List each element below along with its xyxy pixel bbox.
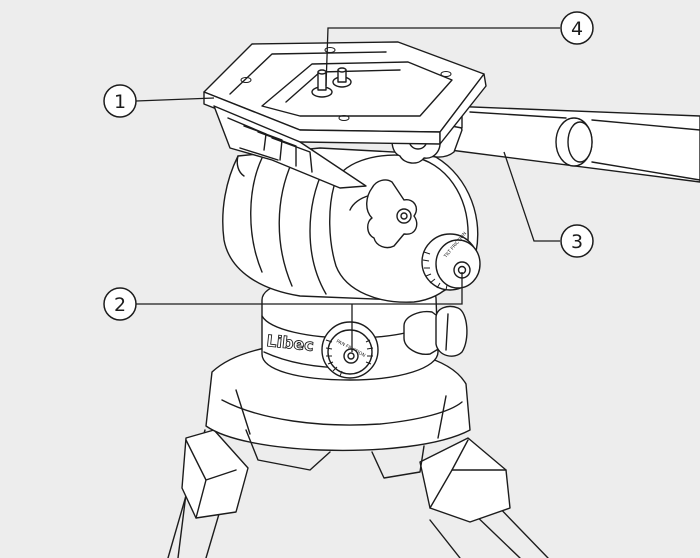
leader-1 xyxy=(135,97,215,102)
leader-4 xyxy=(325,27,560,87)
callout-4-number: 4 xyxy=(571,18,583,40)
leader-2 xyxy=(136,272,463,352)
callout-3-number: 3 xyxy=(571,231,583,253)
callout-1-number: 1 xyxy=(114,91,126,113)
pan-handle xyxy=(391,105,700,183)
tilt-friction-knob: TILT FRICTION xyxy=(421,231,481,291)
callout-4: 4 xyxy=(560,11,594,45)
callout-1: 1 xyxy=(103,84,137,118)
callout-3: 3 xyxy=(560,224,594,258)
callout-2-number: 2 xyxy=(114,294,126,316)
pan-friction-knob: PAN FRICTION xyxy=(321,321,379,379)
camera-plate xyxy=(203,41,487,189)
callout-2: 2 xyxy=(103,287,137,321)
leader-3 xyxy=(503,151,560,242)
callout-leaders xyxy=(135,27,560,352)
